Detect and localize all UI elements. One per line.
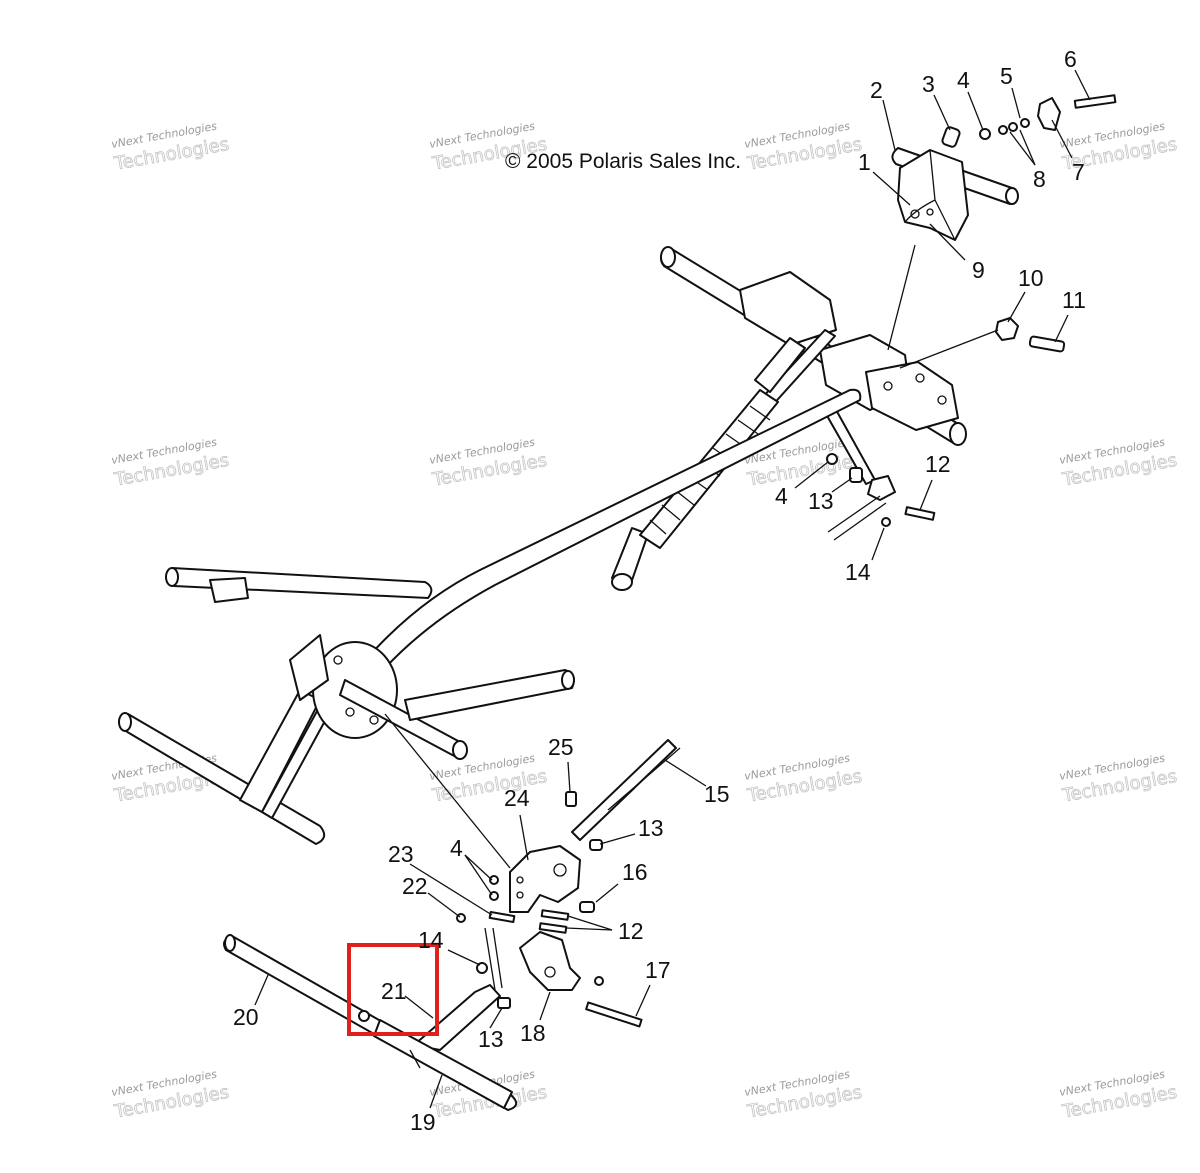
link-end-block [867, 475, 896, 501]
bushing [941, 126, 961, 148]
bushing [849, 467, 863, 483]
callout-part-12[interactable]: 12 [925, 451, 951, 477]
upper-rear-shaft [167, 567, 433, 599]
bushing [589, 839, 603, 851]
nut [489, 875, 499, 885]
callout-part-6[interactable]: 6 [1064, 46, 1077, 72]
callout-part-14[interactable]: 14 [845, 559, 871, 585]
callout-part-16[interactable]: 16 [622, 859, 648, 885]
bolt [1028, 335, 1066, 353]
callout-part-3[interactable]: 3 [922, 71, 935, 97]
callout-part-4[interactable]: 4 [775, 483, 788, 509]
nut [979, 128, 991, 140]
callout-part-4[interactable]: 4 [450, 835, 463, 861]
bushing [579, 901, 595, 913]
callout-part-5[interactable]: 5 [1000, 63, 1013, 89]
callout-part-24[interactable]: 24 [504, 785, 530, 811]
callout-part-1[interactable]: 1 [858, 149, 871, 175]
rear-link-tube [404, 669, 575, 721]
callout-part-11[interactable]: 11 [1062, 287, 1086, 313]
nut [826, 453, 838, 465]
callout-part-2[interactable]: 2 [870, 77, 883, 103]
callout-part-19[interactable]: 19 [410, 1109, 436, 1135]
nut [594, 976, 604, 986]
watermark: vNext Technologies Technologies [1058, 1068, 1179, 1124]
callout-part-18[interactable]: 18 [520, 1020, 546, 1046]
grease-fitting [476, 962, 488, 974]
watermark: vNext Technologies Technologies [1058, 436, 1179, 492]
grease-fitting [881, 517, 891, 527]
bolt [540, 909, 570, 921]
bolt [585, 1001, 643, 1028]
shaft-end-cap [358, 1010, 370, 1022]
copyright-text: © 2005 Polaris Sales Inc. [505, 150, 741, 173]
callout-part-20[interactable]: 20 [233, 1004, 259, 1030]
front-arm-bracket [739, 271, 837, 346]
upper-pivot-bracket-assembly [891, 94, 1117, 241]
highlight-box-part-21 [347, 943, 439, 1036]
pivot-arm-link [1037, 97, 1061, 131]
callout-part-9[interactable]: 9 [972, 257, 985, 283]
bushing [497, 997, 511, 1009]
watermark: vNext Technologies Technologies [743, 120, 864, 176]
watermark: vNext Technologies Technologies [743, 752, 864, 808]
watermark: vNext Technologies Technologies [428, 436, 549, 492]
watermark: vNext Technologies Technologies [110, 1068, 231, 1124]
nut [995, 317, 1019, 341]
watermark: vNext Technologies Technologies [428, 752, 549, 808]
front-torque-arm-assembly [660, 246, 1066, 541]
rear-arm-bracket [509, 845, 581, 913]
callout-part-23[interactable]: 23 [388, 841, 414, 867]
callout-part-4[interactable]: 4 [957, 67, 970, 93]
callout-part-13[interactable]: 13 [808, 488, 834, 514]
scissor-arm [571, 739, 677, 841]
callout-part-17[interactable]: 17 [645, 957, 671, 983]
callout-part-22[interactable]: 22 [402, 873, 428, 899]
pivot-shaft-end [1005, 187, 1019, 205]
lower-scissor-assembly [223, 739, 681, 1111]
watermark: vNext Technologies Technologies [743, 1068, 864, 1124]
callout-part-15[interactable]: 15 [704, 781, 730, 807]
washer [1020, 118, 1030, 128]
front-mount-plate [865, 361, 959, 431]
callout-part-21[interactable]: 21 [381, 978, 407, 1004]
grease-fitting [565, 791, 577, 807]
pin [488, 910, 516, 924]
rear-lower-shaft [373, 1019, 513, 1109]
torque-arm-tube [369, 388, 862, 669]
callout-labels: 2 3 4 5 6 7 8 1 9 10 11 12 4 13 14 25 15… [233, 46, 1086, 1135]
rear-shock-mount-tube [209, 577, 249, 603]
rear-pivot-bracket [289, 634, 329, 701]
callout-part-13[interactable]: 13 [638, 815, 664, 841]
bolt [1073, 94, 1117, 109]
callout-part-13[interactable]: 13 [478, 1026, 504, 1052]
callout-part-10[interactable]: 10 [1018, 265, 1044, 291]
watermark: vNext Technologies Technologies [1058, 752, 1179, 808]
callout-part-25[interactable]: 25 [548, 734, 574, 760]
watermark: vNext Technologies Technologies [110, 436, 231, 492]
watermark: vNext Technologies Technologies [110, 120, 231, 176]
washer [998, 125, 1008, 135]
leader-lines [254, 69, 1091, 1109]
washer [1008, 122, 1018, 132]
callout-part-12[interactable]: 12 [618, 918, 644, 944]
callout-part-8[interactable]: 8 [1033, 166, 1046, 192]
bolt [538, 922, 568, 934]
rear-torque-arm [369, 388, 862, 669]
rear-shaft-assembly [118, 567, 575, 845]
scissor-lower-bracket [519, 931, 581, 991]
callout-part-14[interactable]: 14 [418, 927, 444, 953]
callout-part-7[interactable]: 7 [1072, 159, 1085, 185]
